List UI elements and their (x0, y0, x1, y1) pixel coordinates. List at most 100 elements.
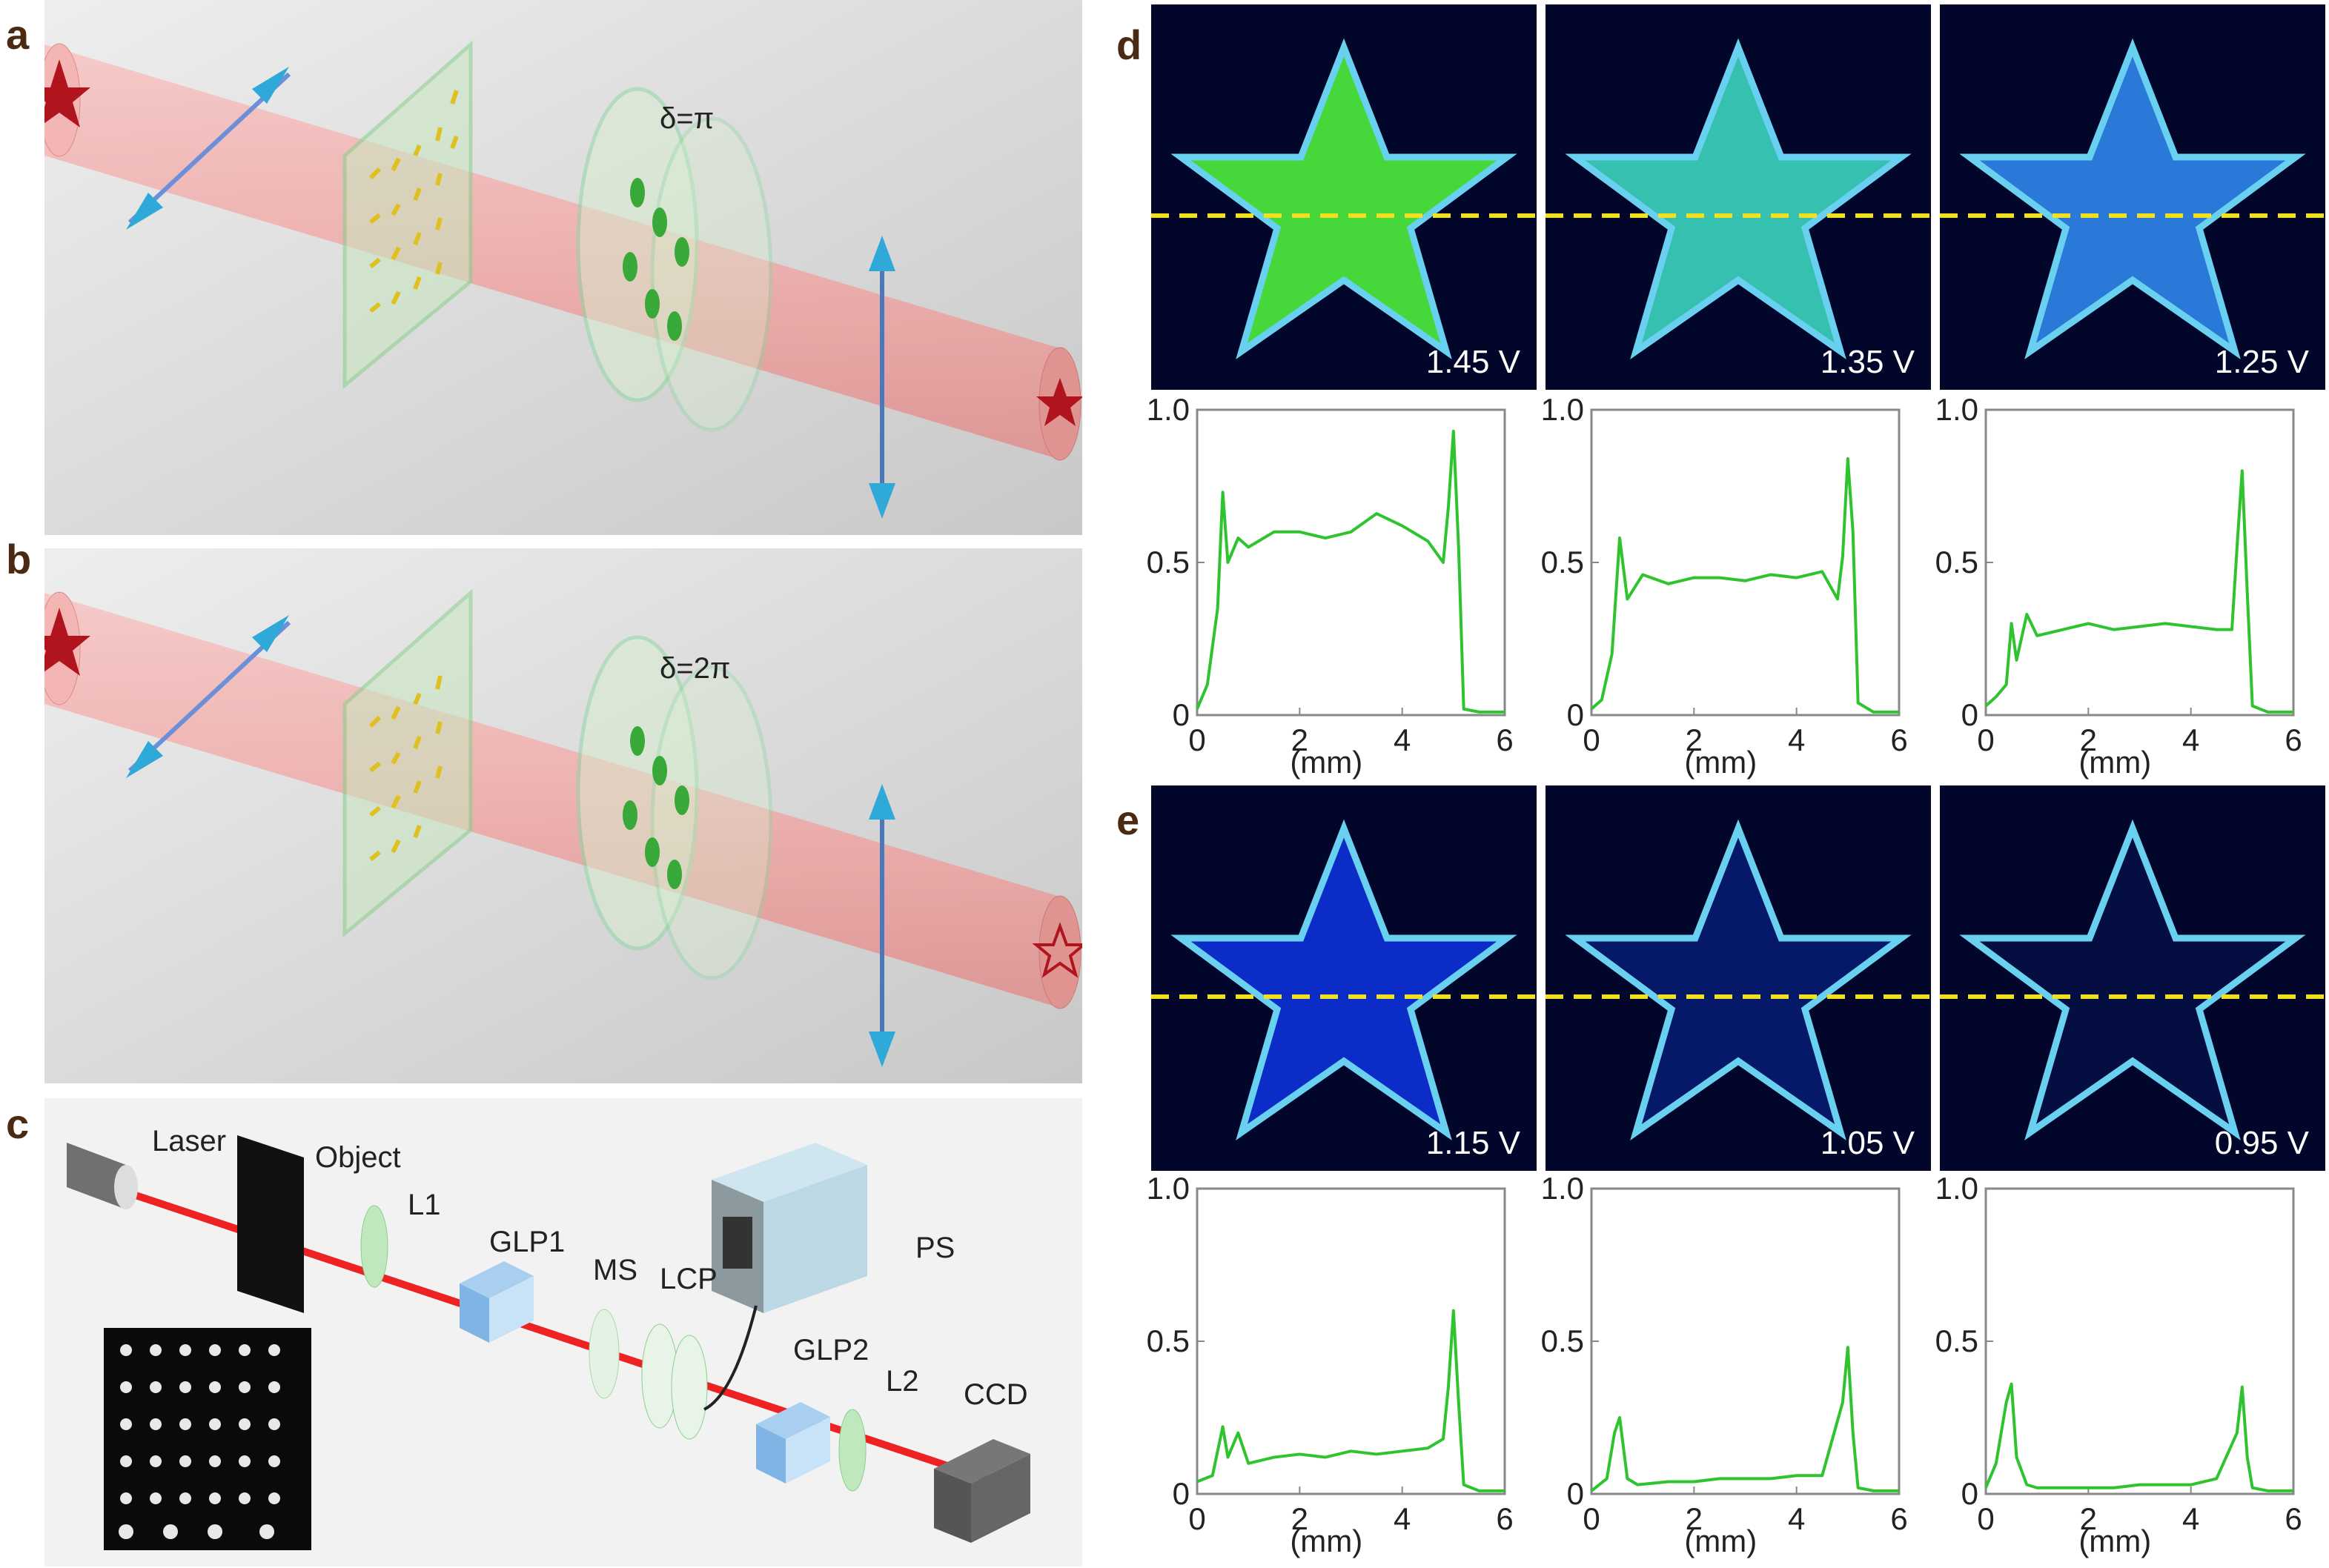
x-axis-label: (mm) (1684, 745, 1757, 780)
liquid-crystal-molecules (623, 726, 689, 889)
beam-end-face (1038, 895, 1081, 1009)
label-l2: L2 (886, 1365, 919, 1398)
laser-icon (67, 1143, 138, 1209)
y-tick-label: 0.5 (1541, 1323, 1584, 1358)
intensity-profile-line (1196, 1309, 1505, 1492)
lens-l1-icon (360, 1205, 388, 1288)
x-tick-label: 2 (1686, 722, 1703, 757)
x-tick-label: 0 (1977, 1501, 1994, 1536)
delta-label-b: δ=2π (660, 652, 731, 685)
output-arrow-up-icon (869, 236, 895, 271)
output-arrow-up-icon (869, 784, 895, 820)
y-tick-label: 0.5 (1147, 1323, 1190, 1358)
setup-panel-c: Laser Object L1 GLP1 MS LCP PS GLP2 L2 C… (44, 1098, 1082, 1567)
star-shape (1170, 819, 1517, 1140)
liquid-crystal-plate-back (650, 116, 773, 432)
voltage-label: 1.25 V (2214, 344, 2309, 380)
liquid-crystal-plate-front (576, 87, 699, 402)
panel-label-c: c (6, 1100, 30, 1147)
polarization-arrow-tail-icon (126, 193, 163, 230)
y-tick-label: 0 (1173, 1476, 1190, 1511)
y-tick-label: 1.0 (1541, 396, 1584, 427)
x-tick-label: 6 (1890, 722, 1907, 757)
x-tick-label: 0 (1583, 722, 1600, 757)
y-tick-label: 0 (1567, 1476, 1584, 1511)
label-ps: PS (915, 1232, 955, 1264)
label-lcp: LCP (660, 1263, 718, 1295)
label-object: Object (315, 1141, 401, 1174)
y-tick-label: 1.0 (1935, 396, 1978, 427)
star-image-e2: 1.05 V (1546, 785, 1931, 1171)
power-supply-icon (712, 1143, 867, 1313)
x-axis-label: (mm) (2078, 1524, 2151, 1558)
y-tick-label: 1.0 (1147, 396, 1190, 427)
liquid-crystal-plate-front (576, 635, 699, 951)
x-tick-label: 6 (1890, 1501, 1907, 1536)
y-tick-label: 0.5 (1147, 545, 1190, 579)
x-tick-label: 6 (2285, 722, 2302, 757)
x-tick-label: 2 (1686, 1501, 1703, 1536)
x-tick-label: 0 (1188, 722, 1205, 757)
panel-label-e: e (1116, 797, 1140, 843)
output-arrow-down-icon (869, 483, 895, 519)
label-ms: MS (593, 1254, 637, 1286)
intensity-profile-line (1984, 469, 2293, 714)
profile-plot-e2: 0 0.5 1.0 0 2 4 6 (mm) (1541, 1175, 1908, 1558)
x-tick-label: 2 (2080, 722, 2097, 757)
x-tick-label: 4 (2182, 722, 2199, 757)
object-inset (104, 1328, 311, 1550)
x-axis-label: (mm) (2078, 745, 2151, 780)
y-tick-label: 1.0 (1541, 1175, 1584, 1206)
y-tick-label: 1.0 (1147, 1175, 1190, 1206)
voltage-label: 0.95 V (2214, 1125, 2309, 1161)
liquid-crystal-molecules (623, 178, 689, 341)
polarization-arrow-head-icon (252, 67, 289, 104)
lcp-icon (641, 1323, 708, 1440)
label-glp1: GLP1 (489, 1226, 566, 1258)
voltage-label: 1.45 V (1425, 344, 1520, 380)
lens-l2-icon (838, 1409, 867, 1492)
y-tick-label: 0.5 (1935, 1323, 1978, 1358)
label-glp2: GLP2 (793, 1334, 869, 1366)
ps-cable (703, 1305, 758, 1411)
schematic-a-svg (44, 0, 1082, 535)
x-tick-label: 0 (1977, 722, 1994, 757)
star-image-d1: 1.45 V (1151, 4, 1537, 390)
x-tick-label: 4 (1394, 1501, 1411, 1536)
x-tick-label: 0 (1188, 1501, 1205, 1536)
x-axis-label: (mm) (1290, 1524, 1362, 1558)
voltage-label: 1.15 V (1425, 1125, 1520, 1161)
laser-beam (44, 593, 1060, 1008)
x-tick-label: 4 (1788, 722, 1805, 757)
output-star-icon (1036, 378, 1082, 426)
star-shape (1959, 38, 2306, 359)
x-axis-label: (mm) (1684, 1524, 1757, 1558)
plot-frame (1590, 1187, 1901, 1495)
star-shape (1959, 819, 2306, 1140)
star-shape (1565, 38, 1912, 359)
x-tick-label: 6 (2285, 1501, 2302, 1536)
metasurface-ms-icon (589, 1309, 620, 1399)
x-tick-label: 4 (1788, 1501, 1805, 1536)
plot-frame (1984, 1187, 2295, 1495)
x-tick-label: 4 (1394, 722, 1411, 757)
output-arrow-down-icon (869, 1032, 895, 1067)
y-tick-label: 0 (1567, 697, 1584, 732)
intensity-profile-line (1196, 429, 1505, 714)
x-tick-label: 0 (1583, 1501, 1600, 1536)
object-mask-icon (237, 1135, 304, 1313)
input-star-icon (44, 59, 90, 127)
y-tick-label: 0 (1961, 1476, 1978, 1511)
schematic-panel-b: δ=2π (44, 548, 1082, 1083)
label-laser: Laser (152, 1125, 227, 1157)
glp2-icon (756, 1402, 830, 1484)
intensity-profile-line (1590, 456, 1899, 714)
laser-beam (44, 44, 1060, 459)
plot-frame (1196, 1187, 1506, 1495)
metasurface-nanorods (368, 90, 459, 313)
y-tick-label: 1.0 (1935, 1175, 1978, 1206)
